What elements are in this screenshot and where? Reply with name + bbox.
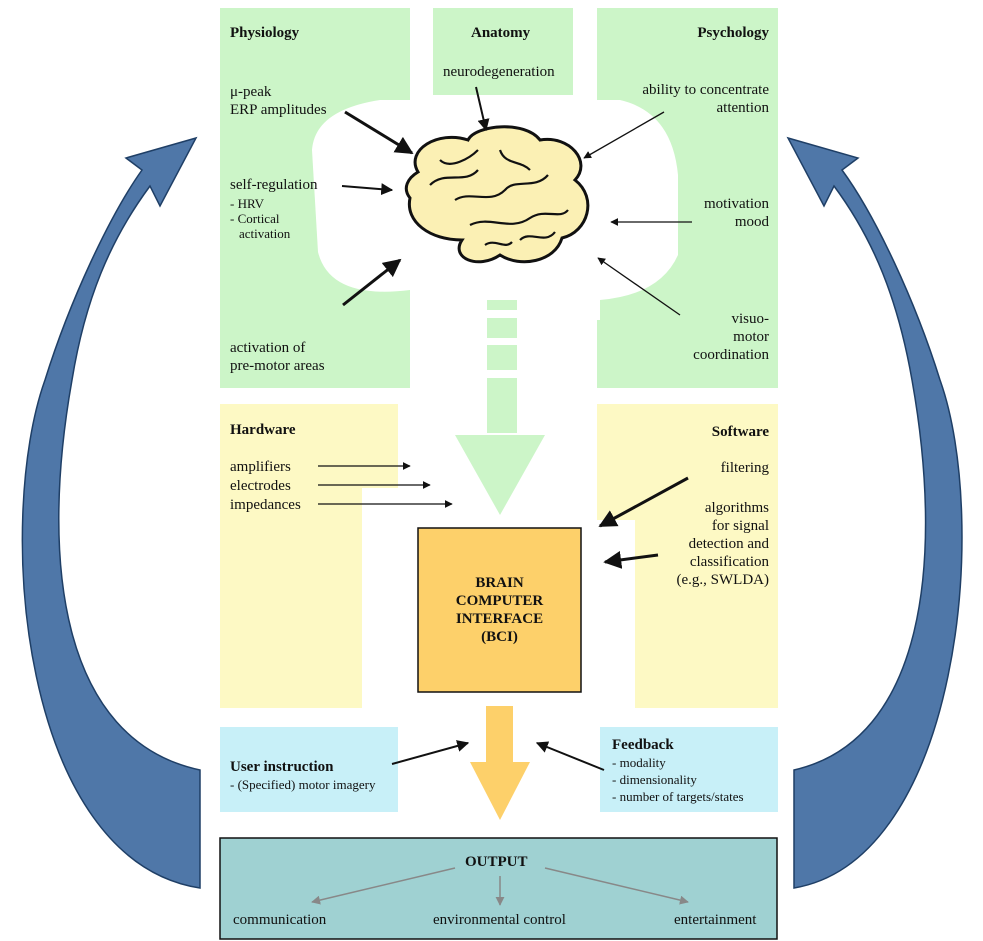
feedback-item-targets: - number of targets/states <box>612 789 744 804</box>
bci-line-brain: BRAIN <box>475 575 524 591</box>
software-item-detection: detection and <box>688 536 769 552</box>
output-item-environmental-control: environmental control <box>433 912 566 928</box>
hardware-item-amplifiers: amplifiers <box>230 459 291 475</box>
output-item-communication: communication <box>233 912 327 928</box>
output-heading: OUTPUT <box>465 854 528 870</box>
software-item-swlda: (e.g., SWLDA) <box>676 572 769 588</box>
anatomy-item-neurodegeneration: neurodegeneration <box>443 64 555 80</box>
hardware-item-electrodes: electrodes <box>230 478 291 494</box>
output-item-entertainment: entertainment <box>674 912 757 928</box>
bci-line-computer: COMPUTER <box>455 593 544 609</box>
physiology-heading: Physiology <box>230 25 300 41</box>
output-arrows <box>311 867 689 906</box>
psychology-heading: Psychology <box>697 25 769 41</box>
feedback-panel <box>600 727 778 812</box>
anatomy-panel <box>433 8 573 100</box>
psychology-item-motivation: motivation <box>704 196 769 212</box>
brain-input-arrows <box>341 86 692 316</box>
psychology-item-visuo: visuo- <box>731 311 770 327</box>
user-instruction-heading: User instruction <box>230 759 334 775</box>
feedback-item-dimensionality: - dimensionality <box>612 772 697 787</box>
physiology-sub-hrv: - HRV <box>230 196 264 211</box>
hardware-heading: Hardware <box>230 422 296 438</box>
hardware-item-impedances: impedances <box>230 497 301 513</box>
bci-input-arrows <box>318 462 689 771</box>
bci-label: BRAIN COMPUTER INTERFACE (BCI) <box>418 528 581 692</box>
user-instruction-item: - (Specified) motor imagery <box>230 777 376 792</box>
psychology-item-motor: motor <box>733 329 769 345</box>
anatomy-heading: Anatomy <box>471 25 531 41</box>
left-loop-arrow <box>21 136 201 889</box>
software-item-algorithms: algorithms <box>704 500 769 516</box>
feedback-heading: Feedback <box>612 737 674 753</box>
physiology-item-erp: ERP amplitudes <box>230 102 327 118</box>
output-box <box>219 837 778 940</box>
physiology-item-activation: activation of <box>230 340 306 356</box>
psychology-item-mood: mood <box>734 214 769 230</box>
psychology-item-attention: attention <box>716 100 770 116</box>
software-heading: Software <box>711 424 769 440</box>
feedback-item-modality: - modality <box>612 755 666 770</box>
right-loop-arrow <box>786 136 963 889</box>
green-down-arrow <box>455 300 545 515</box>
software-item-for-signal: for signal <box>711 518 769 534</box>
software-panel <box>597 404 778 708</box>
bci-line-abbrev: (BCI) <box>481 629 518 645</box>
orange-down-arrow <box>470 706 530 820</box>
software-item-classification: classification <box>689 554 769 570</box>
physiology-item-self-regulation: self-regulation <box>230 177 318 193</box>
physiology-sub-cortical: - Cortical <box>230 211 280 226</box>
physiology-sub-activation: activation <box>239 226 291 241</box>
psychology-item-coordination: coordination <box>693 347 769 363</box>
bci-box <box>417 527 582 693</box>
user-instruction-panel <box>220 727 398 812</box>
software-item-filtering: filtering <box>720 460 769 476</box>
physiology-item-premotor: pre-motor areas <box>230 358 325 374</box>
psychology-item-concentrate: ability to concentrate <box>642 82 769 98</box>
bci-line-interface: INTERFACE <box>455 611 544 627</box>
hardware-panel <box>220 404 398 708</box>
physiology-item-mu-peak: μ-peak <box>230 84 272 100</box>
